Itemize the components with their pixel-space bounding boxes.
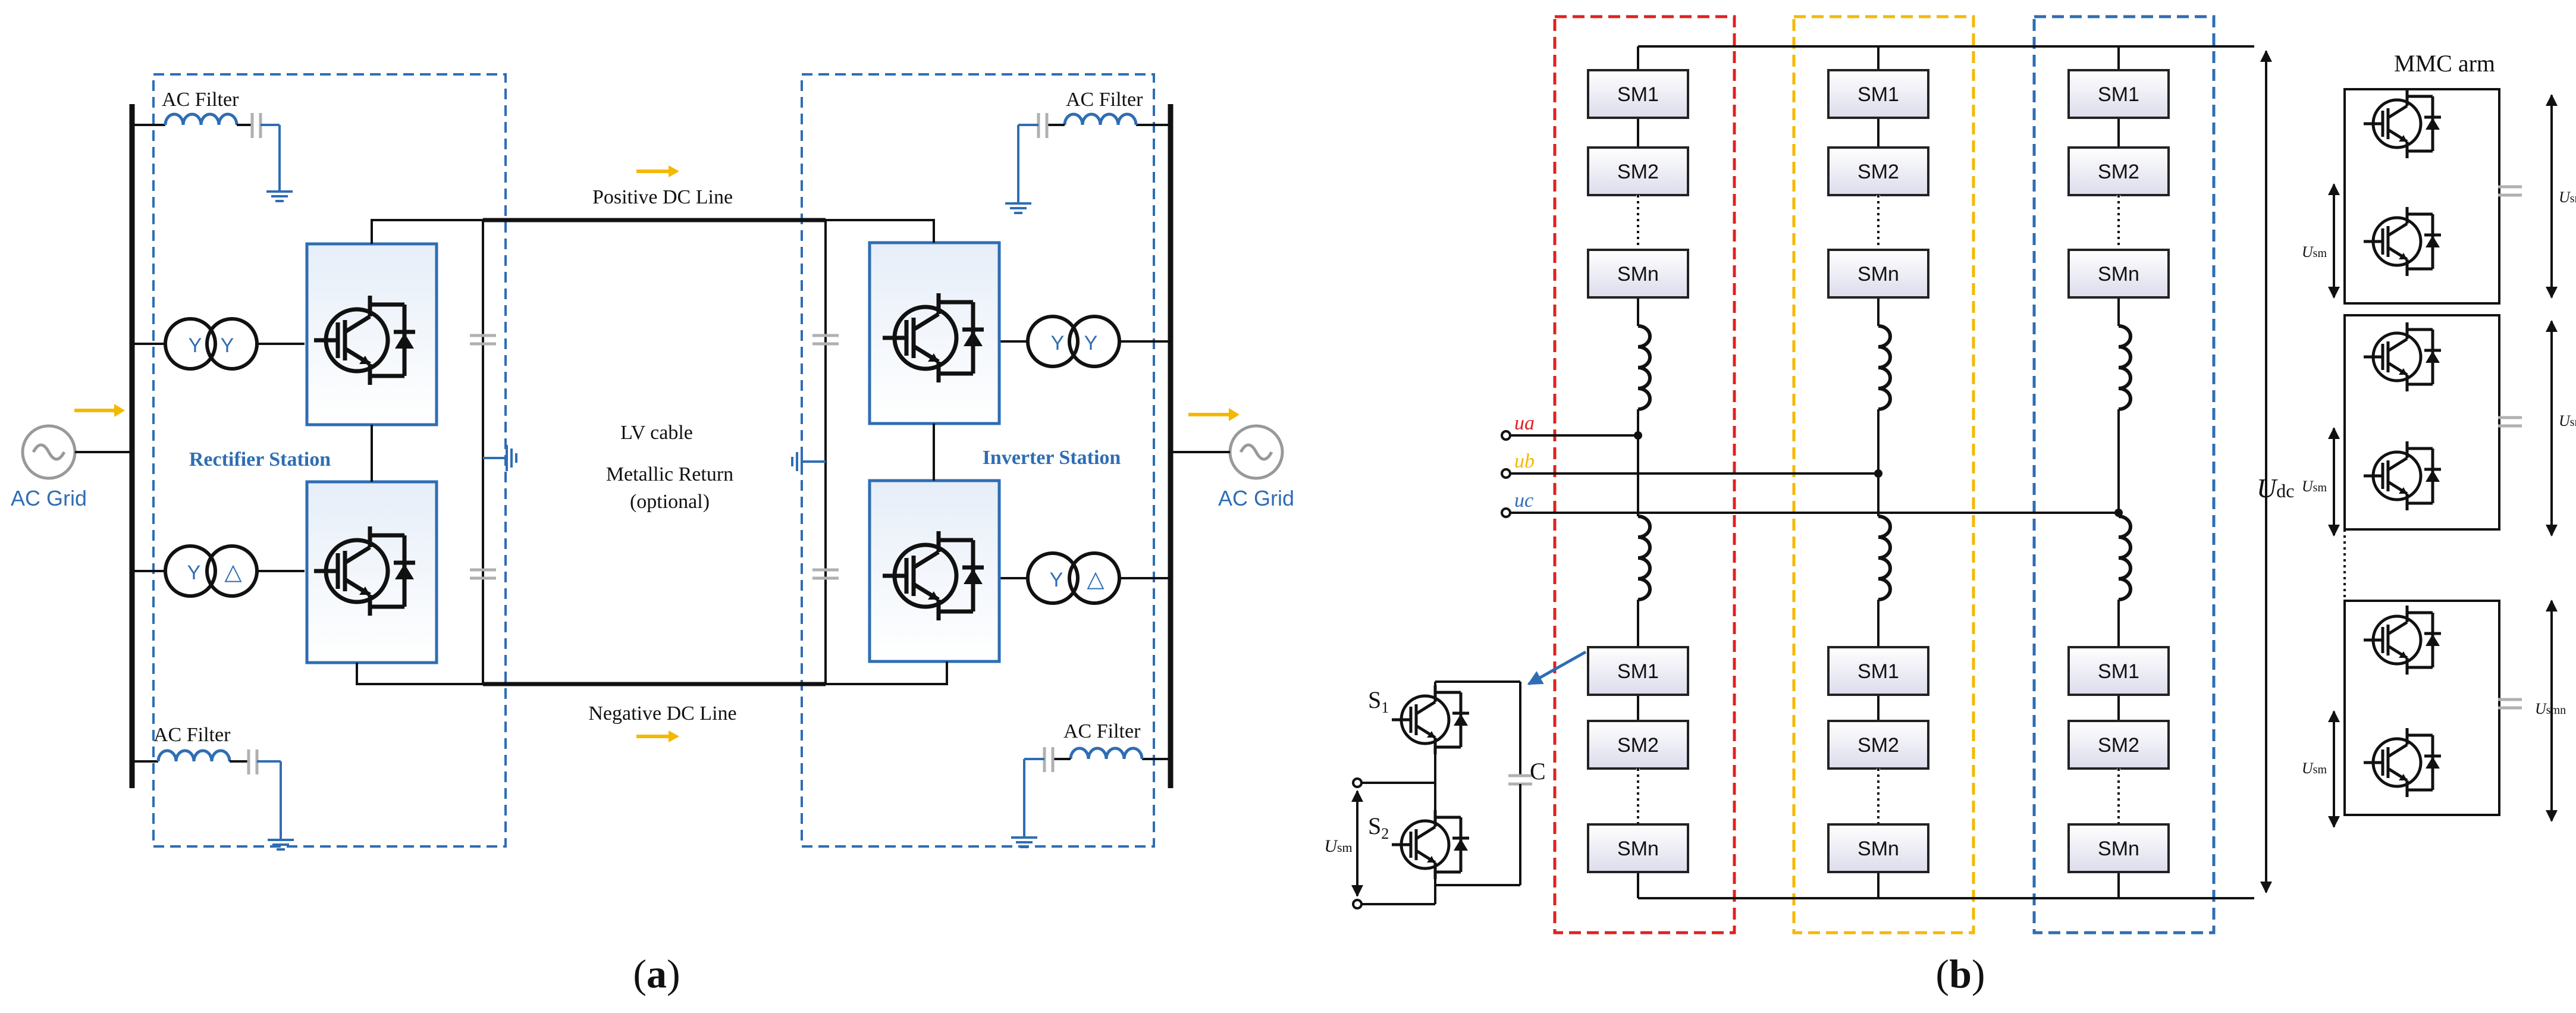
sm-label: SM2 [1617, 161, 1659, 183]
svg-text:uc: uc [1514, 490, 1533, 512]
sm-label: SM1 [1858, 83, 1899, 106]
dc-capacitors-left [470, 220, 517, 684]
lv-cable-return [482, 219, 827, 685]
inverter-converter-lower [868, 479, 1001, 663]
rectifier-converter-upper [305, 242, 438, 426]
sm-label: SMn [1617, 838, 1659, 860]
svg-text:Usm: Usm [2302, 478, 2327, 495]
svg-text:Usm: Usm [1324, 836, 1352, 856]
negative-dc-line-label: Negative DC Line [588, 702, 736, 725]
transformer-yd-left: Y △ [132, 544, 305, 598]
sm-label: SM1 [1617, 660, 1659, 683]
svg-text:Y: Y [1051, 332, 1065, 355]
sm-label: SM2 [2098, 734, 2139, 757]
sm-label: SM1 [1858, 660, 1899, 683]
sm-label: SMn [1858, 838, 1899, 860]
negative-dc-line [356, 661, 948, 685]
sm-label: SMn [1858, 263, 1899, 286]
ac-filter-bottom-left: AC Filter [132, 724, 295, 851]
rectifier-station-label: Rectifier Station [189, 449, 331, 471]
submodule-detail: S1 S2 C Usm [1324, 650, 1587, 909]
mmc-arm-detail: MMC arm Usm Usm1 Usm Usm2 [2302, 50, 2576, 828]
panel-b-label: (b) [1935, 951, 1985, 996]
svg-text:Usm1: Usm1 [2559, 189, 2576, 206]
transformer-yy-left: Y Y [132, 317, 305, 371]
transformer-yy-right: Y Y [981, 315, 1171, 368]
phase-inputs: ua ub uc [1501, 412, 2123, 518]
sm-label: SM2 [1858, 161, 1899, 183]
svg-text:ua: ua [1514, 412, 1535, 434]
ac-filter-bottom-right: AC Filter [1010, 720, 1171, 848]
positive-dc-line-label: Positive DC Line [592, 186, 733, 208]
ac-grid-right: AC Grid [1171, 408, 1294, 510]
sm-label: SM2 [2098, 161, 2139, 183]
dc-capacitors-right [791, 220, 839, 684]
ac-filter-top-left: AC Filter [132, 89, 294, 202]
phase-c-boundary [2032, 15, 2216, 934]
svg-text:AC Filter: AC Filter [162, 89, 239, 111]
svg-text:C: C [1530, 758, 1546, 785]
svg-text:MMC arm: MMC arm [2394, 50, 2495, 77]
svg-text:Usm2: Usm2 [2559, 412, 2576, 429]
svg-text:Y: Y [189, 334, 202, 357]
transformer-yd-right: Y △ [981, 551, 1171, 605]
sm-label: SM2 [1858, 734, 1899, 757]
svg-text:Y: Y [1084, 332, 1098, 355]
inverter-station-label: Inverter Station [983, 447, 1121, 469]
positive-dc-line [371, 219, 935, 244]
sm-label: SM2 [1617, 734, 1659, 757]
svg-text:Usmn: Usmn [2535, 700, 2566, 717]
panel-a: AC Grid AC Grid AC Filter AC Filter [11, 73, 1294, 996]
ac-grid-left: AC Grid [11, 404, 132, 510]
sm-label: SM1 [2098, 83, 2139, 106]
svg-text:Usm: Usm [2302, 243, 2327, 261]
svg-text:S2: S2 [1368, 813, 1389, 842]
svg-text:△: △ [1087, 567, 1105, 592]
rectifier-converter-lower [305, 480, 438, 664]
svg-text:S1: S1 [1368, 686, 1389, 716]
sm-label: SM1 [1617, 83, 1659, 106]
sm-label: SMn [2098, 263, 2139, 286]
phase-a-leg: SM1 SM2 SMn SM1 SM2 SMn [1587, 46, 1689, 898]
svg-text:AC Filter: AC Filter [153, 724, 231, 746]
udc-label: Udc [2257, 473, 2294, 503]
svg-text:AC Filter: AC Filter [1063, 720, 1141, 742]
lv-cable-label: LV cable [620, 422, 693, 444]
metallic-return-label: Metallic Return [606, 463, 733, 485]
panel-a-label: (a) [633, 951, 680, 996]
phase-c-leg: SM1 SM2 SMn SM1 SM2 SMn [2067, 46, 2170, 898]
svg-text:ub: ub [1514, 450, 1535, 472]
sm-label: SMn [2098, 838, 2139, 860]
ac-grid-right-label: AC Grid [1218, 486, 1294, 510]
phase-b-leg: SM1 SM2 SMn SM1 SM2 SMn [1827, 46, 1929, 898]
svg-text:Y: Y [187, 562, 201, 584]
sm-label: SM1 [2098, 660, 2139, 683]
svg-text:Y: Y [221, 334, 234, 357]
inverter-converter-upper [868, 241, 1001, 425]
inverter-station-boundary [801, 73, 1155, 848]
svg-text:AC Filter: AC Filter [1066, 89, 1143, 111]
sm-label: SMn [1617, 263, 1659, 286]
svg-text:△: △ [224, 560, 242, 585]
ac-filter-top-right: AC Filter [1004, 89, 1171, 214]
panel-b: Udc SM1 SM2 SMn SM1 SM2 SMn [1324, 15, 2576, 996]
ac-grid-left-label: AC Grid [11, 486, 87, 510]
svg-text:Usm: Usm [2302, 760, 2327, 777]
optional-label: (optional) [630, 491, 710, 513]
svg-text:Y: Y [1050, 569, 1063, 591]
